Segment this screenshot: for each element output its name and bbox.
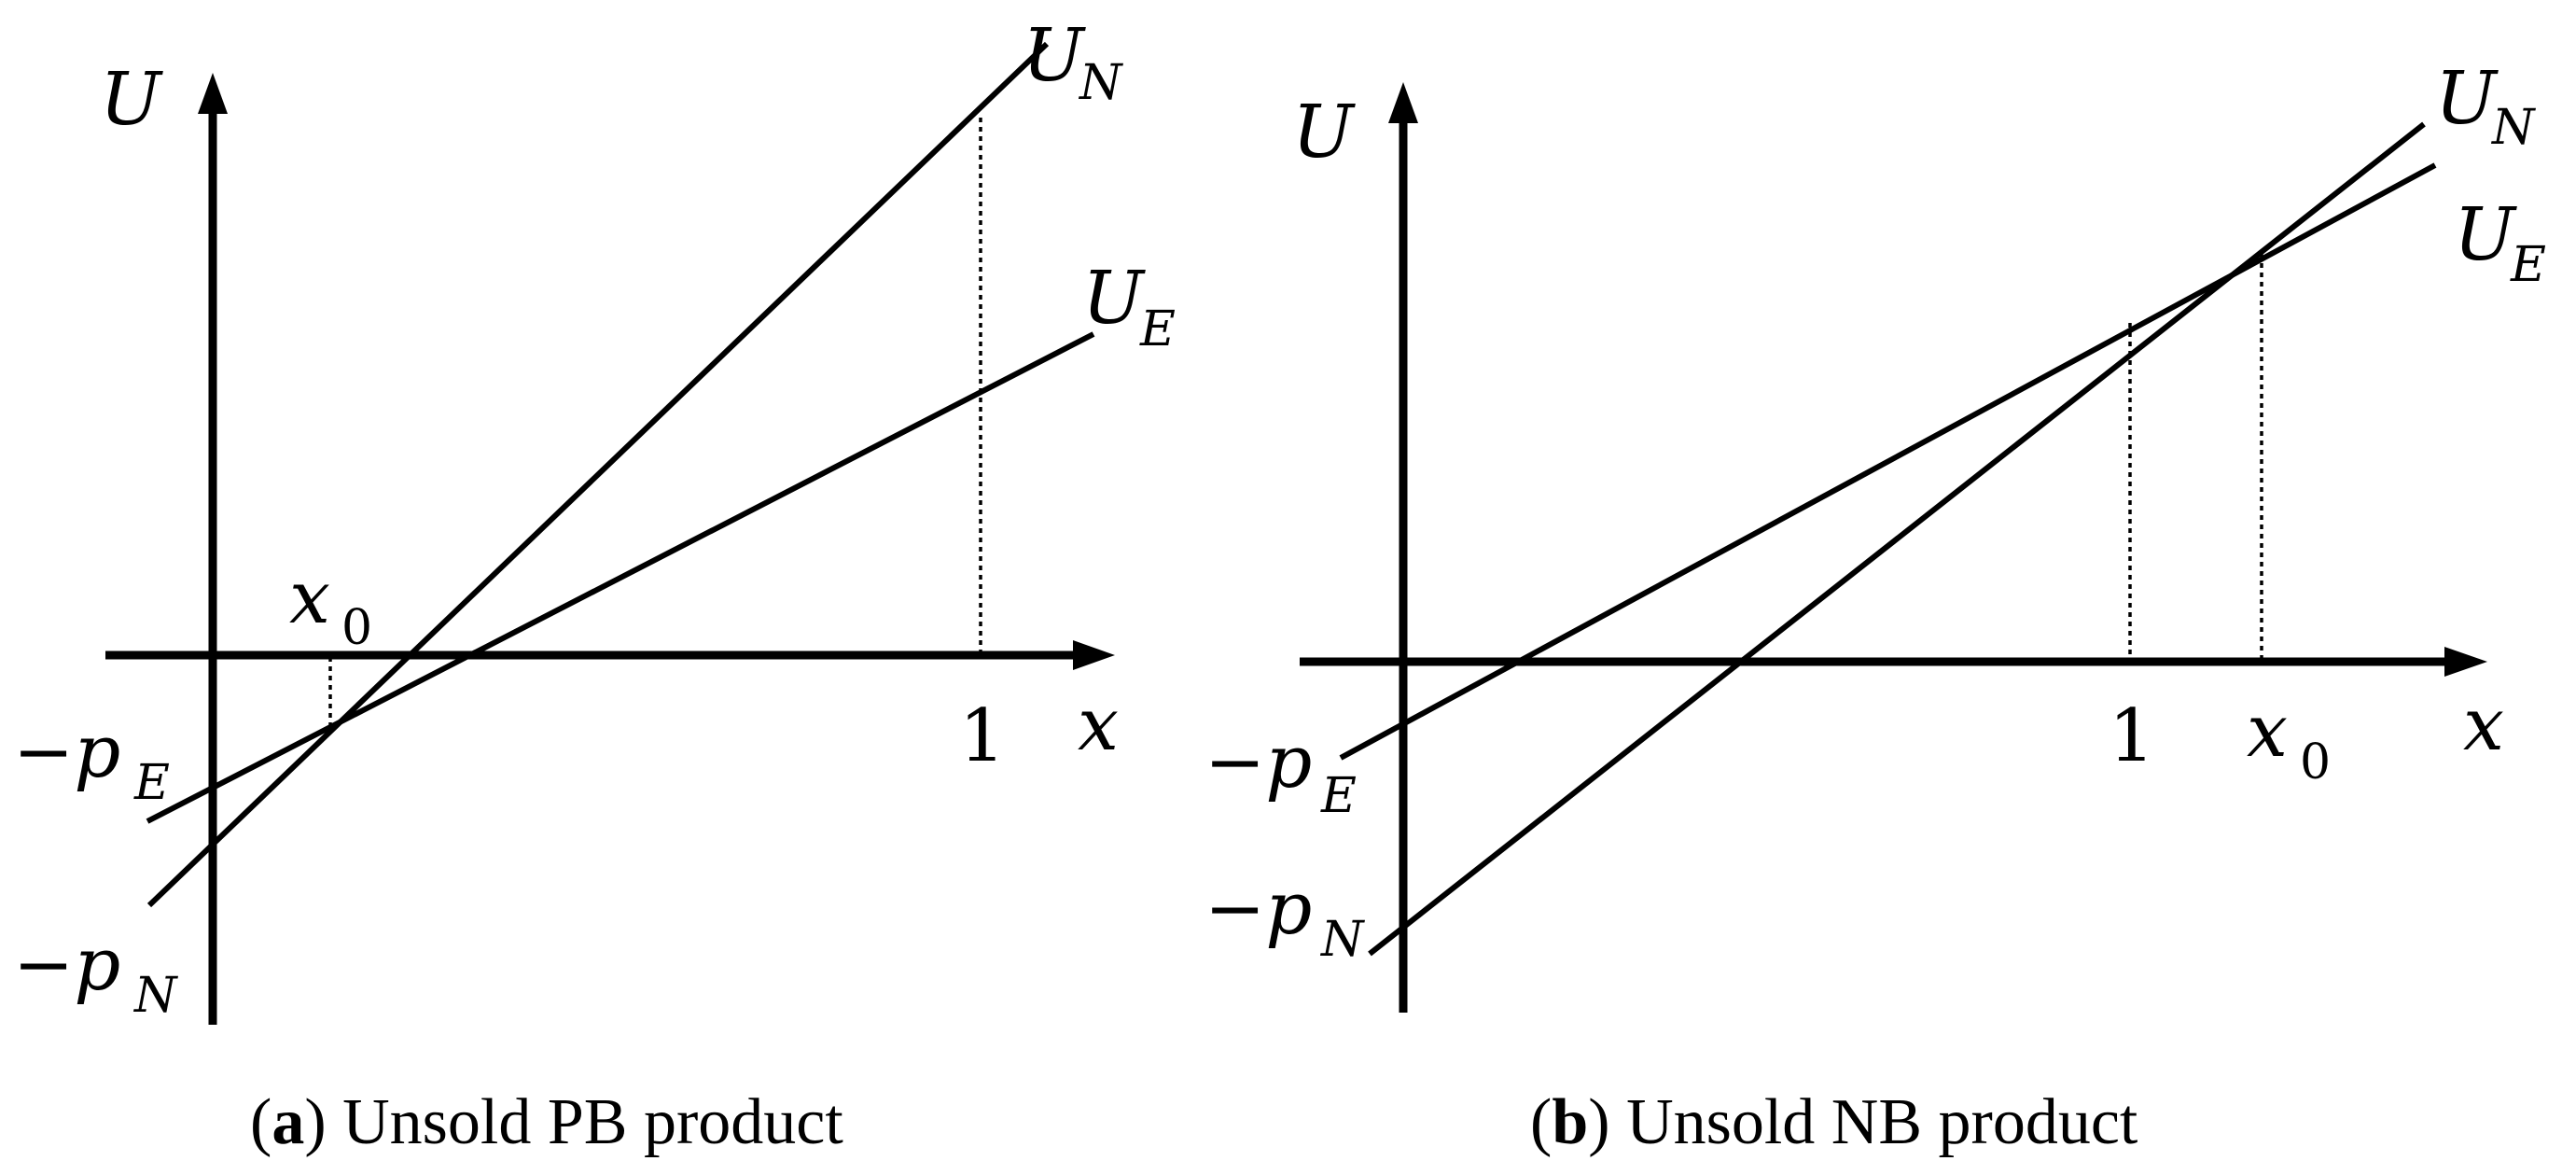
svg-text:U: U (1082, 257, 1146, 341)
svg-text:−p: −p (1204, 720, 1312, 804)
panel-b-intercept-e-label: −p E (1204, 720, 1357, 824)
panel-a-un-label: U N (1023, 14, 1123, 111)
panel-a-y-axis-arrowhead (198, 73, 228, 114)
svg-text:N: N (1319, 912, 1365, 968)
panel-b-unit-tick-label: 1 (2109, 694, 2155, 778)
panel-b-x-axis-label: x (2463, 683, 2504, 767)
panel-a: U x U N U E −p E −p N x 0 1 (a) Unsold P… (13, 14, 1176, 1158)
panel-b: U x U N U E −p E −p N x 0 1 (b) Unsold N… (1204, 57, 2546, 1158)
svg-text:E: E (1320, 768, 1357, 824)
panel-b-caption: (b) Unsold NB product (1530, 1086, 2138, 1158)
panel-b-line-ue (1339, 162, 2437, 761)
panel-b-y-axis-arrowhead (1388, 82, 1418, 123)
panel-a-x-axis-label: x (1078, 683, 1119, 767)
panel-b-x-axis-arrowhead (2444, 647, 2487, 677)
panel-b-y-axis-label: U (1292, 91, 1356, 175)
svg-text:x: x (289, 556, 330, 640)
panel-b-intercept-n-label: −p N (1204, 867, 1365, 968)
panel-a-caption: (a) Unsold PB product (250, 1086, 843, 1158)
svg-text:N: N (1078, 55, 1123, 111)
panel-a-line-ue (146, 331, 1095, 824)
svg-text:−p: −p (13, 923, 120, 1007)
panel-b-ue-label: U E (2454, 193, 2546, 293)
svg-text:E: E (2510, 237, 2546, 293)
svg-text:N: N (132, 968, 178, 1024)
panel-a-intercept-e-label: −p E (13, 710, 170, 811)
panel-a-y-axis-label: U (100, 58, 163, 142)
svg-text:U: U (1023, 14, 1086, 98)
svg-text:x: x (2247, 690, 2288, 774)
panel-a-unit-tick-label: 1 (959, 694, 1006, 778)
panel-b-un-label: U N (2435, 57, 2536, 156)
svg-text:−p: −p (13, 710, 120, 794)
svg-text:0: 0 (2300, 734, 2331, 790)
panel-a-x0-label: x 0 (289, 556, 372, 656)
panel-a-ue-label: U E (1082, 257, 1176, 357)
panel-b-line-un (1368, 121, 2426, 957)
panel-a-line-un (146, 41, 1050, 908)
svg-text:U: U (2435, 57, 2499, 141)
svg-text:−p: −p (1204, 867, 1312, 951)
panel-a-intercept-n-label: −p N (13, 923, 178, 1024)
svg-text:N: N (2490, 100, 2536, 156)
svg-text:E: E (1139, 301, 1176, 357)
svg-text:0: 0 (341, 600, 372, 656)
svg-text:U: U (2454, 193, 2517, 277)
panel-b-x0-label: x 0 (2247, 690, 2331, 790)
svg-text:E: E (133, 755, 170, 811)
panel-a-x-axis-arrowhead (1073, 640, 1115, 670)
